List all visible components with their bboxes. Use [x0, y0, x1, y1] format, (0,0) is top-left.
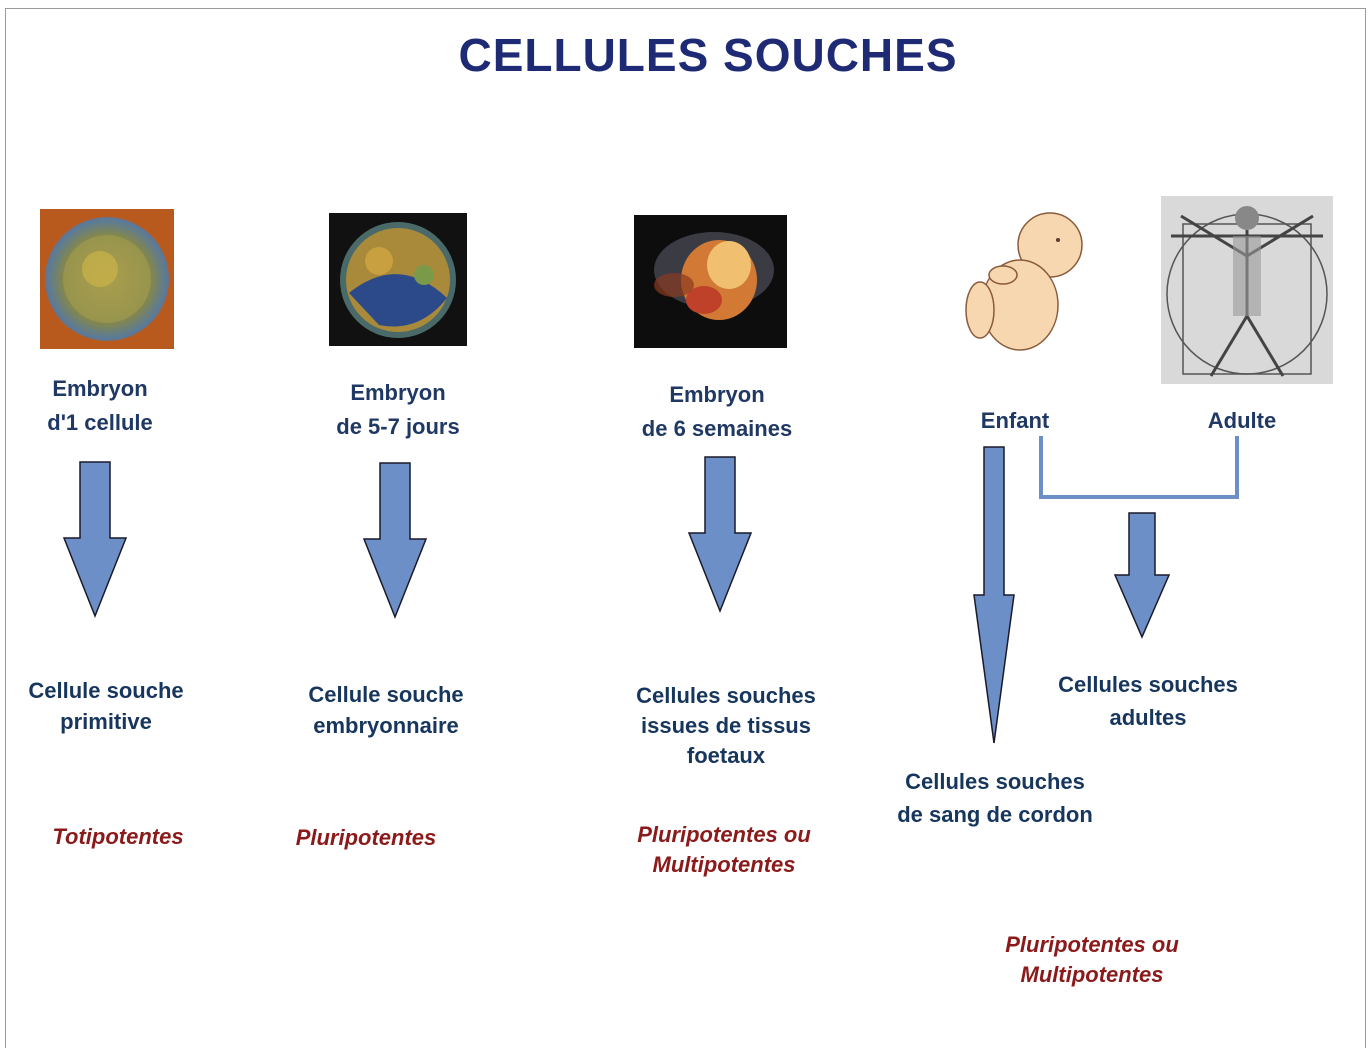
potency-line: Pluripotentes ou: [637, 822, 811, 847]
cell-label-sang-de-cordon: Cellules souches de sang de cordon: [880, 765, 1110, 831]
long-down-arrow-icon: [973, 446, 1015, 744]
cell-label-line: issues de tissus: [641, 713, 811, 738]
stage-label-enfant: Enfant: [955, 404, 1075, 438]
baby-image: [958, 205, 1090, 360]
cell-label-line: de sang de cordon: [897, 802, 1093, 827]
cell-label-line: adultes: [1109, 705, 1187, 730]
potency-line: Pluripotentes: [295, 825, 437, 850]
down-arrow-2: [362, 462, 428, 620]
cell-label-primitive: Cellule souche primitive: [16, 675, 196, 737]
potency-line: Multipotentes: [652, 852, 796, 877]
blastocyst-icon: [329, 213, 467, 346]
enfant-adulte-bracket: [1039, 436, 1239, 499]
vitruvian-man-image: [1161, 196, 1333, 384]
potency-totipotentes: Totipotentes: [38, 822, 198, 852]
stage-label-line: d'1 cellule: [47, 410, 153, 435]
down-arrow-icon: [62, 461, 128, 619]
page-title: CELLULES SOUCHES: [458, 29, 958, 81]
potency-pluripotentes: Pluripotentes: [286, 823, 446, 853]
potency-pluri-multi-adult-cord: Pluripotentes ou Multipotentes: [982, 930, 1202, 990]
single-cell-embryo-image: [40, 209, 174, 349]
down-arrow-3: [687, 456, 753, 614]
down-arrow-cord-blood: [973, 446, 1015, 744]
stage-label-line: Embryon: [669, 382, 765, 407]
blastocyst-image: [329, 213, 467, 346]
cell-label-line: Cellules souches: [1058, 672, 1238, 697]
down-arrow-icon: [1113, 512, 1171, 639]
cell-label-adultes: Cellules souches adultes: [1038, 668, 1258, 734]
cell-label-line: Cellule souche: [308, 682, 464, 707]
cell-label-line: Cellules souches: [905, 769, 1085, 794]
stage-label-line: Adulte: [1207, 408, 1277, 433]
stage-label-line: Enfant: [980, 408, 1050, 433]
page-frame: [5, 8, 1366, 1048]
cell-label-line: Cellule souche: [28, 678, 184, 703]
stage-label-line: de 6 semaines: [641, 416, 793, 441]
vitruvian-man-icon: [1161, 196, 1333, 384]
potency-line: Pluripotentes ou: [1005, 932, 1179, 957]
stage-label-adulte: Adulte: [1182, 404, 1302, 438]
down-arrow-adult: [1113, 512, 1171, 639]
cell-label-line: Cellules souches: [636, 683, 816, 708]
cell-label-line: embryonnaire: [313, 713, 459, 738]
cell-label-line: primitive: [60, 709, 152, 734]
six-week-embryo-image: [634, 215, 787, 348]
stage-label-embryon-1-cellule: Embryon d'1 cellule: [20, 372, 180, 440]
six-week-embryo-icon: [634, 215, 787, 348]
potency-line: Multipotentes: [1020, 962, 1164, 987]
stage-label-embryon-6-semaines: Embryon de 6 semaines: [627, 378, 807, 446]
down-arrow-icon: [362, 462, 428, 620]
stage-label-line: de 5-7 jours: [336, 414, 460, 439]
down-arrow-1: [62, 461, 128, 619]
cell-label-line: foetaux: [686, 743, 766, 768]
potency-line: Totipotentes: [52, 824, 184, 849]
stage-label-embryon-5-7-jours: Embryon de 5-7 jours: [318, 376, 478, 444]
potency-pluri-multi-foetaux: Pluripotentes ou Multipotentes: [614, 820, 834, 880]
down-arrow-icon: [687, 456, 753, 614]
baby-icon: [958, 205, 1090, 360]
single-cell-embryo-icon: [40, 209, 174, 349]
cell-label-embryonnaire: Cellule souche embryonnaire: [291, 679, 481, 741]
stage-label-line: Embryon: [350, 380, 446, 405]
cell-label-foetaux: Cellules souches issues de tissus foetau…: [616, 681, 836, 771]
stage-label-line: Embryon: [52, 376, 148, 401]
